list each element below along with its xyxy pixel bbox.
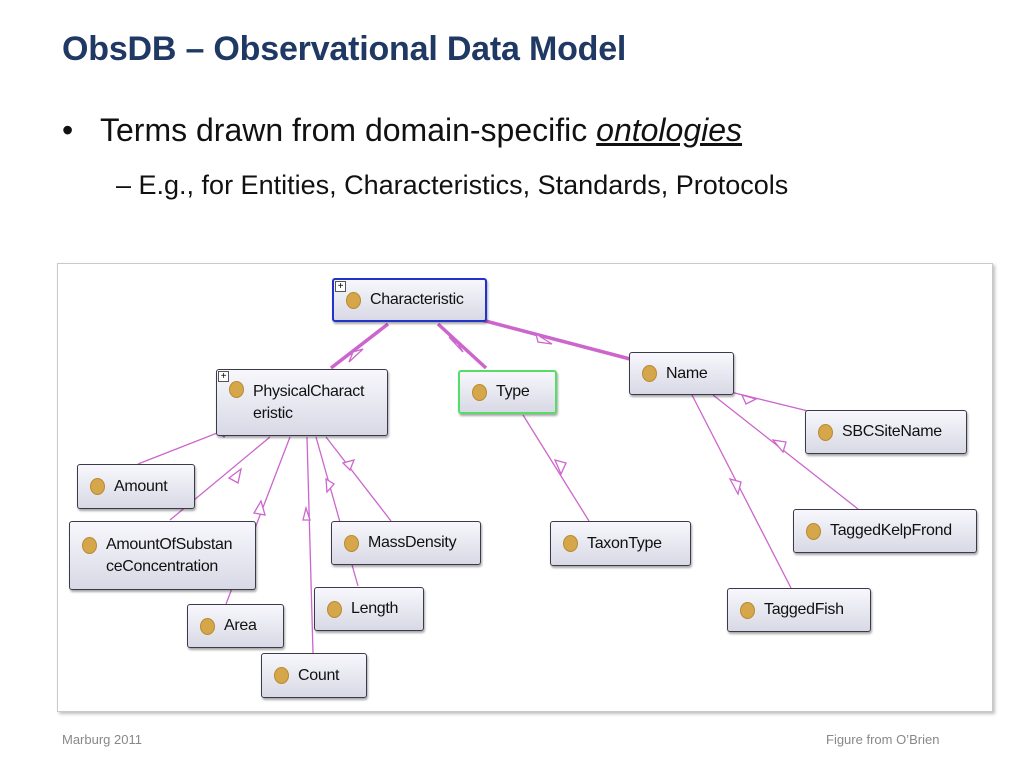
node-area[interactable]: Area xyxy=(187,604,284,648)
class-icon xyxy=(472,383,487,401)
class-icon xyxy=(344,534,359,552)
arrowhead-taxon-type xyxy=(553,459,567,476)
arrowhead-tagged-kelp-frond xyxy=(771,439,787,454)
edge-physical-characteristic xyxy=(329,322,390,370)
class-icon xyxy=(642,365,657,382)
footer-credit: Figure from O’Brien xyxy=(826,732,940,747)
node-tagged-fish[interactable]: TaggedFish xyxy=(727,588,871,632)
node-name[interactable]: Name xyxy=(629,352,734,395)
node-label: Length xyxy=(351,600,399,617)
node-sbc-site-name[interactable]: SBCSiteName xyxy=(805,410,967,454)
node-label: TaggedFish xyxy=(764,601,844,618)
bullet-terms: •Terms drawn from domain-specific ontolo… xyxy=(62,112,743,148)
arrowhead-mass-density xyxy=(341,459,356,472)
class-icon xyxy=(200,617,215,635)
edge-count xyxy=(306,436,314,654)
edge-tagged-kelp-frond xyxy=(712,394,859,510)
arrowhead-count xyxy=(302,505,311,521)
bullet-terms-text: Terms drawn from domain-specific xyxy=(100,112,597,148)
node-label: Count xyxy=(298,666,340,684)
arrowhead-tagged-fish xyxy=(728,477,742,496)
class-icon xyxy=(90,478,105,495)
ontologies-link[interactable]: ontologies xyxy=(596,112,743,148)
edge-tagged-fish xyxy=(691,394,792,589)
node-label: SBCSiteName xyxy=(842,423,942,440)
node-count[interactable]: Count xyxy=(261,653,367,698)
class-icon xyxy=(818,423,833,441)
arrowhead-type xyxy=(448,336,464,353)
expand-icon[interactable]: + xyxy=(335,281,346,292)
class-icon xyxy=(346,291,361,309)
node-label: Type xyxy=(496,383,530,400)
node-label: Area xyxy=(224,617,257,634)
edge-taxon-type xyxy=(522,414,590,522)
arrowhead-amount-of-substance xyxy=(227,467,242,484)
class-icon xyxy=(274,667,289,684)
class-icon xyxy=(806,522,821,540)
node-label: Amount xyxy=(114,477,168,495)
node-taxon-type[interactable]: TaxonType xyxy=(550,521,691,566)
node-amount[interactable]: Amount xyxy=(77,464,195,509)
slide-title: ObsDB – Observational Data Model xyxy=(62,30,627,68)
node-label: TaxonType xyxy=(587,534,662,552)
arrowhead-sbc-site-name xyxy=(740,393,758,405)
class-icon xyxy=(82,537,97,554)
arrowhead-name xyxy=(534,332,553,345)
node-label: Characteristic xyxy=(370,291,464,308)
class-icon xyxy=(229,381,244,398)
node-label: MassDensity xyxy=(368,534,457,551)
ontology-diagram: + Characteristic + PhysicalCharact erist… xyxy=(57,263,993,712)
footer-event: Marburg 2011 xyxy=(62,732,142,747)
expand-icon[interactable]: + xyxy=(218,371,229,382)
class-icon xyxy=(327,600,342,618)
node-physical-characteristic[interactable]: + PhysicalCharact eristic xyxy=(216,369,388,436)
node-length[interactable]: Length xyxy=(314,587,424,631)
edge-mass-density xyxy=(325,436,392,522)
node-label: PhysicalCharact eristic xyxy=(253,382,365,422)
node-characteristic[interactable]: + Characteristic xyxy=(332,278,487,322)
node-type[interactable]: Type xyxy=(458,370,557,414)
arrowhead-physical-characteristic xyxy=(348,348,364,363)
node-amount-of-substance-concentration[interactable]: AmountOfSubstan ceConcentration xyxy=(69,521,256,590)
edge-name xyxy=(477,317,631,361)
node-mass-density[interactable]: MassDensity xyxy=(331,521,481,565)
arrowhead-length xyxy=(325,477,335,494)
node-label: AmountOfSubstan ceConcentration xyxy=(106,535,233,575)
arrowhead-area xyxy=(252,499,266,516)
node-label: TaggedKelpFrond xyxy=(830,522,952,539)
class-icon xyxy=(740,601,755,619)
class-icon xyxy=(563,535,578,552)
sub-bullet-examples: – E.g., for Entities, Characteristics, S… xyxy=(116,170,789,200)
node-label: Name xyxy=(666,364,708,382)
edge-type xyxy=(436,322,488,370)
node-tagged-kelp-frond[interactable]: TaggedKelpFrond xyxy=(793,509,977,553)
